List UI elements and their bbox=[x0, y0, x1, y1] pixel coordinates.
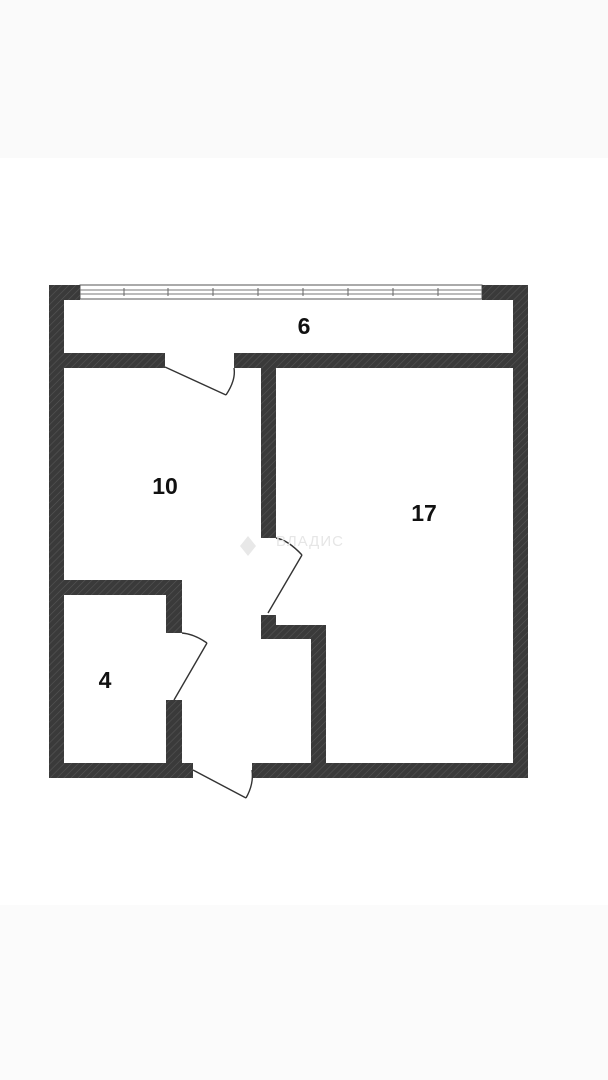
wall-balcony-left bbox=[49, 353, 165, 368]
wall-balcony-right bbox=[234, 353, 528, 368]
watermark: ВЛАДИС bbox=[240, 533, 344, 556]
wall-partition-upper bbox=[261, 353, 276, 538]
wall-bottom-left bbox=[49, 763, 193, 778]
room-area-living: 17 bbox=[411, 500, 437, 526]
wall-partition-ledge bbox=[261, 625, 326, 639]
doors bbox=[164, 366, 303, 799]
wall-left bbox=[49, 285, 64, 778]
door-balcony bbox=[164, 366, 236, 396]
wall-right bbox=[513, 285, 528, 778]
wall-bathroom-right-upper bbox=[166, 580, 182, 633]
wall-bathroom-right-lower bbox=[166, 700, 182, 778]
door-living bbox=[267, 537, 303, 614]
room-area-kitchen: 10 bbox=[152, 473, 178, 499]
watermark-text: ВЛАДИС bbox=[276, 533, 344, 550]
bottom-blank-band bbox=[0, 905, 608, 1080]
wall-partition-lower bbox=[311, 625, 326, 778]
room-area-balcony: 6 bbox=[298, 313, 311, 339]
door-bathroom bbox=[173, 632, 208, 701]
balcony-window bbox=[79, 284, 483, 300]
wall-bottom-right bbox=[252, 763, 528, 778]
wall-bathroom-top bbox=[49, 580, 182, 595]
walls bbox=[49, 285, 528, 778]
door-entrance bbox=[192, 769, 254, 799]
room-area-bathroom: 4 bbox=[99, 667, 112, 693]
watermark-logo-icon bbox=[240, 536, 256, 556]
top-blank-band bbox=[0, 0, 608, 158]
